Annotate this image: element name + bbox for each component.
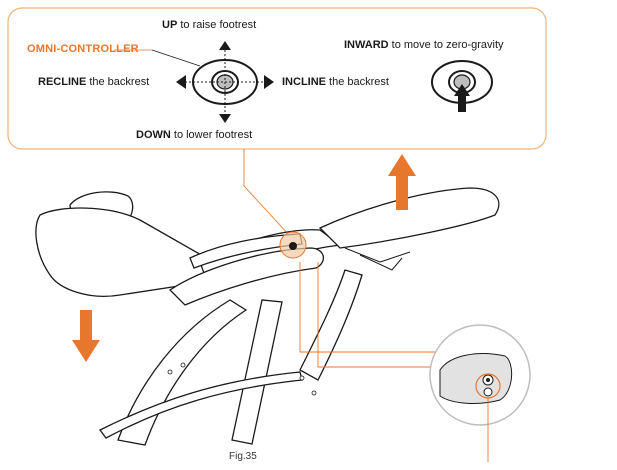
arrow-up-icon bbox=[219, 41, 231, 50]
chair-body bbox=[35, 187, 500, 306]
omni-controller-leader bbox=[151, 49, 201, 67]
chair-base bbox=[99, 269, 363, 446]
figure-caption: Fig.35 bbox=[229, 451, 257, 462]
label-recline-rest: the backrest bbox=[86, 76, 150, 88]
label-up-bold: UP bbox=[162, 19, 178, 31]
footrest-up-arrow bbox=[388, 154, 416, 210]
label-omni-controller: OMNI-CONTROLLER bbox=[27, 43, 139, 55]
label-inward: INWARD to move to zero-gravity bbox=[344, 40, 504, 51]
press-inward-icon bbox=[431, 60, 493, 112]
label-up-rest: to raise footrest bbox=[177, 19, 257, 31]
inset-magnifier bbox=[429, 324, 531, 462]
label-recline: RECLINE the backrest bbox=[38, 77, 149, 88]
label-incline: INCLINE the backrest bbox=[282, 77, 389, 88]
arrow-down-icon bbox=[219, 114, 231, 123]
label-down-rest: to lower footrest bbox=[170, 129, 253, 141]
callout-box bbox=[7, 7, 547, 150]
label-inward-rest: to move to zero-gravity bbox=[388, 39, 504, 51]
label-down-bold: DOWN bbox=[136, 129, 171, 141]
backrest-down-arrow bbox=[72, 310, 100, 362]
arrow-right-icon bbox=[264, 75, 274, 89]
label-up: UP to raise footrest bbox=[162, 20, 256, 31]
arrow-left-icon bbox=[176, 75, 186, 89]
label-incline-rest: the backrest bbox=[326, 76, 389, 88]
label-down: DOWN to lower footrest bbox=[136, 130, 252, 141]
label-recline-bold: RECLINE bbox=[38, 76, 87, 88]
omni-controller-joystick-icon bbox=[185, 50, 265, 114]
label-inward-bold: INWARD bbox=[344, 39, 389, 51]
label-incline-bold: INCLINE bbox=[282, 76, 326, 88]
